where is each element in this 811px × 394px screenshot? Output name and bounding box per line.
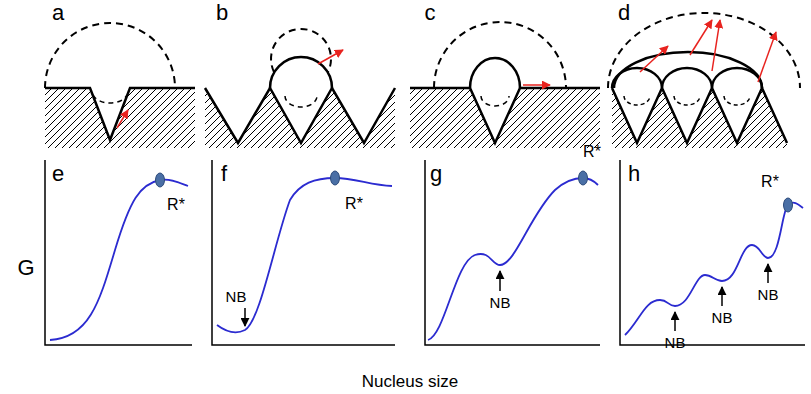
- critical-nucleus-dashed: [434, 22, 566, 88]
- point-label: R*: [761, 174, 779, 190]
- panel-letter: e: [52, 163, 64, 185]
- growth-arrows: [640, 20, 776, 82]
- dashed-arc: [285, 96, 317, 107]
- nb-arrows: [245, 264, 768, 331]
- panel-letter: d: [618, 2, 630, 24]
- panel-letter: c: [425, 2, 436, 24]
- panel-letter: g: [430, 163, 442, 185]
- surface-outline: [612, 88, 787, 143]
- nucleus-caps: [612, 68, 762, 88]
- panel-letter: h: [628, 163, 640, 185]
- surface-outline: [205, 88, 395, 143]
- panel-letter: f: [221, 163, 227, 185]
- dashed-arc: [93, 95, 127, 103]
- dashed-arc: [624, 96, 750, 105]
- substrate: [612, 88, 787, 148]
- nucleation-bump-label: NB: [226, 289, 247, 304]
- nucleation-bump-label: NB: [665, 335, 686, 350]
- surface-outline: [45, 88, 195, 140]
- panel-a-sketch: [45, 23, 195, 148]
- substrate: [45, 88, 195, 148]
- critical-nucleus-dashed: [271, 29, 331, 72]
- axis-label: Nucleus size: [362, 373, 458, 390]
- axis-label: G: [17, 257, 34, 279]
- point-label: R*: [345, 196, 363, 212]
- growth-arrow: [318, 50, 343, 64]
- panel-letter: a: [52, 2, 64, 24]
- panel-b-sketch: [205, 29, 395, 148]
- critical-nucleus-dashed: [45, 23, 175, 88]
- point-label: R*: [583, 144, 601, 160]
- nucleation-bump-label: NB: [712, 310, 733, 325]
- growth-arrow: [117, 110, 128, 128]
- nucleation-bump-label: NB: [758, 287, 779, 302]
- growth-arrow: [523, 84, 550, 86]
- substrate: [410, 88, 600, 148]
- point-label: R*: [167, 197, 185, 213]
- merged-nucleus: [614, 52, 762, 88]
- surface-outline: [410, 88, 600, 143]
- substrate: [205, 88, 395, 148]
- nucleus-cap: [470, 58, 520, 88]
- critical-nucleus-dashed: [608, 13, 800, 88]
- graph-axes: [45, 160, 805, 345]
- dashed-arc: [481, 96, 509, 106]
- panel-c-sketch: [410, 22, 600, 148]
- nucleation-bump-label: NB: [490, 295, 511, 310]
- panel-letter: b: [216, 2, 228, 24]
- energy-curves: [50, 178, 803, 340]
- transition-markers: [156, 171, 793, 212]
- panel-d-sketch: [608, 13, 800, 148]
